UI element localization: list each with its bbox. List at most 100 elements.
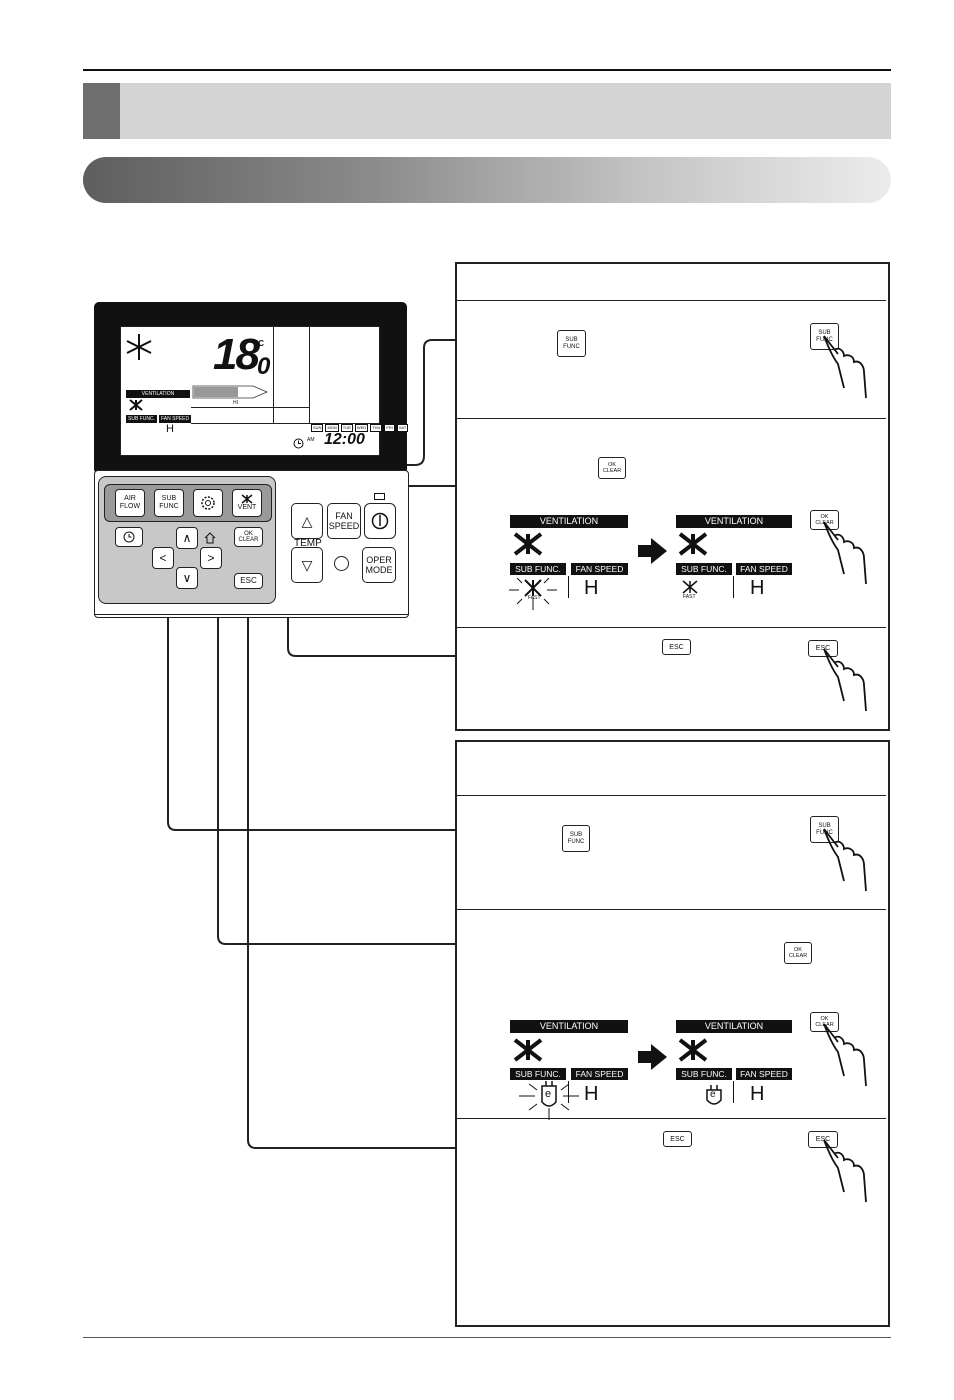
left-button[interactable]: <: [152, 547, 174, 569]
lcd-divider: [191, 423, 379, 424]
lcd-weekday: WED: [354, 424, 369, 432]
down-button[interactable]: ∨: [176, 567, 198, 589]
box2-arrow-shaft: [638, 1051, 652, 1063]
home-icon: [204, 532, 216, 544]
lcd-weekday: SUN: [311, 424, 324, 432]
lcd-temp-unit: °C: [255, 339, 264, 348]
box2-divider: [457, 795, 886, 796]
box2-after-subfunc-label: SUB FUNC.: [676, 1068, 732, 1080]
box1-hand-esc-button: ESC: [808, 640, 838, 657]
box1-divider: [457, 418, 886, 419]
power-button[interactable]: [364, 503, 396, 539]
sub-func-button[interactable]: SUB FUNC: [154, 489, 184, 517]
timer-button[interactable]: [115, 527, 143, 547]
box1-sub-func-icon: SUB FUNC: [557, 330, 586, 357]
lcd-fan-bar: [192, 385, 269, 399]
up-button[interactable]: ∧: [176, 527, 198, 549]
box1-ok-clear-icon: OK CLEAR: [598, 457, 626, 479]
box1-before-vent-label: VENTILATION: [510, 515, 628, 528]
lcd-divider: [309, 327, 310, 423]
power-icon: [371, 512, 389, 530]
box1-before-mode: FAST: [528, 595, 541, 601]
bottom-rule: [83, 1337, 891, 1338]
box2-divider: [457, 909, 886, 910]
plug-icon: [706, 1085, 722, 1105]
lcd-temperature-decimal: 0: [257, 353, 271, 380]
lcd-clock-icon: [293, 438, 304, 449]
box1-divider: [457, 300, 886, 301]
box1-before-level: H: [584, 577, 599, 599]
vent-button[interactable]: VENT: [232, 489, 262, 517]
box2-ok-clear-icon: OK CLEAR: [784, 942, 812, 964]
lcd-fanspeed-tag: FAN SPEED: [159, 415, 192, 423]
box2-after-vent-label: VENTILATION: [676, 1020, 792, 1033]
fast-mode-icon: [682, 580, 698, 594]
lcd-weekday: TUE: [340, 424, 353, 432]
lcd-clock-time: 12:00: [324, 431, 365, 448]
hand-pointer-icon: [823, 828, 867, 892]
subsection-pill: [83, 157, 891, 203]
box1-esc-icon: ESC: [662, 639, 691, 655]
gear-icon: [201, 496, 215, 510]
lcd-temperature: 18: [213, 330, 260, 379]
box2-divider: [457, 1118, 886, 1119]
temp-label: TEMP: [294, 538, 322, 549]
settings-button[interactable]: [193, 489, 223, 517]
hand-pointer-icon: [823, 521, 867, 585]
lcd-fan-bar-label: HI: [233, 400, 238, 406]
air-flow-button[interactable]: AIR FLOW: [115, 489, 145, 517]
box1-before-vent-icon: [513, 532, 543, 556]
box1-before-fanspeed-label: FAN SPEED: [571, 563, 628, 575]
box1-before-subfunc-label: SUB FUNC.: [510, 563, 566, 575]
lcd-subfunc-tag: SUB FUNC.: [126, 415, 157, 423]
section-header-bar: [83, 83, 891, 139]
blinking-fast-icon: [509, 577, 557, 610]
box1-after-vent-icon: [678, 532, 708, 556]
lcd-weekday: MON: [325, 424, 339, 432]
ok-clear-button[interactable]: OK CLEAR: [234, 527, 263, 547]
hand-pointer-icon: [823, 648, 867, 712]
right-button[interactable]: >: [200, 547, 222, 569]
box2-after-mode: e: [710, 1089, 716, 1100]
box2-hand-esc-button: ESC: [808, 1131, 838, 1148]
box2-after-divider: [733, 1081, 734, 1103]
box1-arrow-shaft: [638, 545, 652, 557]
fan-speed-button[interactable]: FAN SPEED: [327, 503, 361, 539]
lcd-clock-ampm: AM: [307, 437, 315, 443]
lcd-divider: [273, 327, 274, 423]
esc-button[interactable]: ESC: [234, 573, 263, 589]
lcd-weekday: THU: [370, 424, 383, 432]
vent-button-label: VENT: [237, 504, 257, 511]
cool-mode-icon: [126, 334, 152, 360]
lcd-fan-level: H: [166, 423, 174, 435]
box1-after-divider: [733, 576, 734, 598]
lcd-weekdays: SUN MON TUE WED THU FRI SAT: [311, 424, 409, 432]
power-indicator: [374, 493, 385, 500]
sensor-dot: [334, 556, 349, 571]
box2-before-level: H: [584, 1083, 599, 1105]
lcd-vent-tag: VENTILATION: [126, 390, 190, 398]
box2-after-fanspeed-label: FAN SPEED: [736, 1068, 792, 1080]
temp-down-button[interactable]: ▽: [291, 547, 323, 583]
lcd-divider: [191, 407, 309, 408]
box1-after-mode: FAST: [683, 594, 696, 600]
box2-before-mode: e: [545, 1088, 552, 1100]
box2-before-vent-icon: [513, 1038, 543, 1062]
box2-before-subfunc-label: SUB FUNC.: [510, 1068, 566, 1080]
box2-sub-func-icon: SUB FUNC: [562, 825, 590, 852]
lcd-vent-icon: [129, 399, 143, 411]
box1-after-vent-label: VENTILATION: [676, 515, 792, 528]
box2-arrow: [651, 1044, 667, 1070]
box2-before-fanspeed-label: FAN SPEED: [571, 1068, 628, 1080]
section-header-tab: [83, 83, 120, 139]
clock-icon: [123, 531, 135, 543]
temp-up-button[interactable]: △: [291, 503, 323, 539]
hand-pointer-icon: [823, 1139, 867, 1203]
top-rule: [83, 69, 891, 71]
box2-esc-icon: ESC: [663, 1131, 692, 1147]
oper-mode-button[interactable]: OPER MODE: [362, 547, 396, 583]
lcd-screen: 18 0 °C VENTILATION SUB FUNC. FAN SPEED …: [120, 326, 409, 456]
box2-after-vent-icon: [678, 1038, 708, 1062]
hand-pointer-icon: [823, 1023, 867, 1087]
lcd-weekday: SAT: [396, 424, 409, 432]
